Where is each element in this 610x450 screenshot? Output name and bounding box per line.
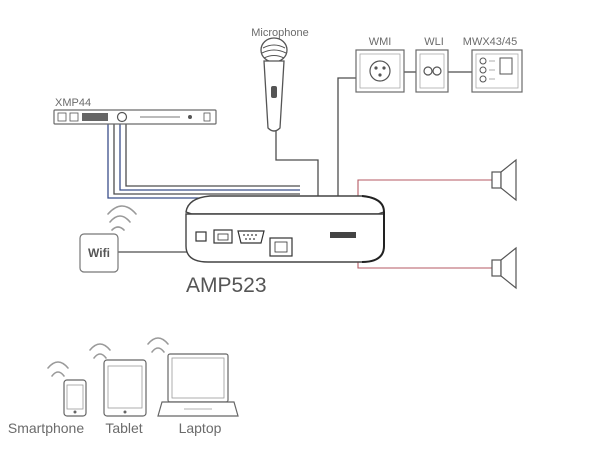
laptop-icon [157,353,239,417]
laptop-label: Laptop [179,420,222,436]
mwx-panel-icon [471,49,523,93]
xmp44-unit-icon [53,109,217,125]
tablet-icon [103,359,147,417]
wli-label: WLI [424,36,444,48]
microphone-icon [260,37,288,132]
smartphone-icon [63,379,87,417]
tablet-label: Tablet [105,420,142,436]
xmp44-label: XMP44 [55,97,91,109]
wifi-box-icon [79,233,119,273]
amp523-label: AMP523 [186,274,267,297]
wli-plate-icon [415,49,449,93]
microphone-label: Microphone [251,27,308,39]
smartphone-label: Smartphone [8,420,84,436]
speaker-bottom-icon [491,246,517,290]
wifi-signal-icon [107,205,137,231]
smartphone-wifi-icon [47,361,69,377]
laptop-wifi-icon [147,337,169,353]
mwx-label: MWX43/45 [463,36,517,48]
wmi-plate-icon [355,49,405,93]
speaker-top-icon [491,158,517,202]
wmi-label: WMI [369,36,392,48]
amp523-unit-icon [185,195,385,263]
tablet-wifi-icon [89,343,111,359]
wifi-label: Wifi [88,246,110,260]
